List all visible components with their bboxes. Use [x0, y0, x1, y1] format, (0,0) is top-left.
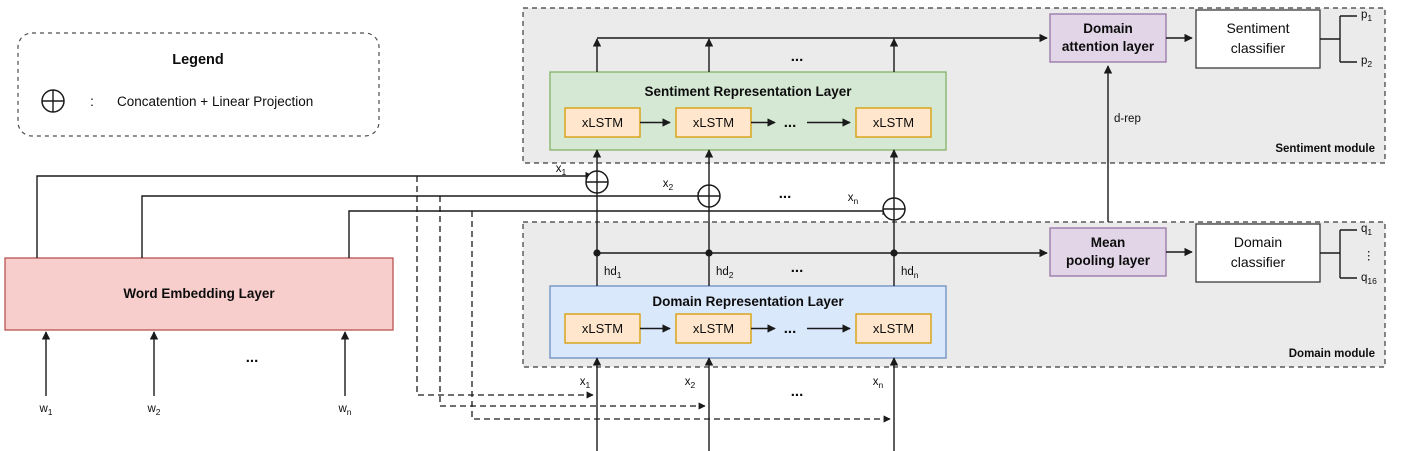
domain-attention-layer-label-2: attention layer: [1062, 39, 1155, 54]
legend-title: Legend: [172, 52, 224, 68]
sentiment-classifier-label-2: classifier: [1231, 40, 1286, 56]
domain-representation-layer-label: Domain Representation Layer: [652, 294, 844, 309]
domain-input-label-n: xn: [873, 376, 884, 390]
domain-cells-ellipsis: ...: [784, 320, 797, 337]
domain-output-label-1: q1: [1361, 223, 1372, 237]
sentiment-output-label-2: p2: [1361, 55, 1372, 69]
word-input-label-1: w1: [38, 403, 52, 417]
domain-attention-layer-label-1: Domain: [1083, 21, 1133, 36]
concat-node-1: [585, 170, 609, 194]
domain-xlstm-cell-n-label: xLSTM: [873, 321, 914, 336]
legend-separator: :: [90, 93, 94, 109]
sentiment-xlstm-cell-2-label: xLSTM: [693, 115, 734, 130]
domain-xlstm-cell-n: [855, 313, 932, 344]
domain-input-label-1: x1: [580, 376, 591, 390]
sentiment-representation-layer-label: Sentiment Representation Layer: [644, 84, 852, 99]
concat-label-n: xn: [848, 192, 859, 206]
concatenation-nodes: x1 x2 xn ...: [556, 149, 906, 253]
word-input-ellipsis: ...: [246, 349, 259, 366]
word-embedding-section: Word Embedding Layer ... w1 w2 wn: [4, 171, 891, 423]
domain-xlstm-cell-2: [675, 313, 752, 344]
word-embedding-layer-label: Word Embedding Layer: [123, 286, 275, 301]
domain-module: Domain module Domain Representation Laye…: [522, 221, 1386, 451]
sentiment-xlstm-cell-n: [855, 107, 932, 138]
word-input-label-n: wn: [337, 403, 351, 417]
word-input-label-2: w2: [146, 403, 160, 417]
mean-pooling-layer: [1049, 227, 1167, 277]
embedding-out-path-1: [36, 171, 594, 258]
domain-output-ellipsis: ⋮: [1363, 250, 1375, 262]
legend-panel: Legend : Concatention + Linear Projectio…: [17, 32, 380, 137]
concat-node-2: [697, 184, 721, 208]
sentiment-xlstm-cell-2: [675, 107, 752, 138]
sentiment-module: Sentiment module Sentiment Representatio…: [522, 7, 1386, 232]
concat-label-1: x1: [556, 163, 567, 177]
sentiment-cells-ellipsis: ...: [784, 114, 797, 131]
hd-label-n: hdn: [901, 266, 919, 280]
domain-output-label-n: q16: [1361, 272, 1377, 286]
sentiment-output-label-1: p1: [1361, 9, 1372, 23]
sentiment-xlstm-cell-1-label: xLSTM: [582, 115, 623, 130]
domain-xlstm-cell-1-label: xLSTM: [582, 321, 623, 336]
hd-label-1: hd1: [604, 266, 622, 280]
domain-module-label: Domain module: [1289, 348, 1375, 360]
domain-classifier-label-1: Domain: [1234, 234, 1282, 250]
word-embedding-layer: [4, 257, 394, 331]
concat-label-2: x2: [663, 178, 674, 192]
domain-classifier: [1195, 223, 1321, 283]
domain-input-ellipsis: ...: [791, 383, 804, 400]
concat-node-3: [882, 197, 906, 221]
mean-pooling-layer-label-2: pooling layer: [1066, 253, 1151, 268]
domain-classifier-label-2: classifier: [1231, 254, 1286, 270]
concat-ellipsis: ...: [779, 185, 792, 202]
sentiment-classifier-label-1: Sentiment: [1226, 20, 1289, 36]
domain-xlstm-cell-2-label: xLSTM: [693, 321, 734, 336]
domain-input-label-2: x2: [685, 376, 696, 390]
sentiment-module-label: Sentiment module: [1275, 143, 1375, 155]
legend-description: Concatention + Linear Projection: [117, 94, 313, 109]
legend-box: [17, 32, 380, 137]
sentiment-output-ellipsis: ...: [791, 48, 804, 65]
d-rep-label: d-rep: [1114, 113, 1141, 125]
sentiment-classifier: [1195, 9, 1321, 69]
hd-label-2: hd2: [716, 266, 734, 280]
embedding-dashed-path-1: [416, 176, 594, 399]
domain-xlstm-cell-1: [564, 313, 641, 344]
embedding-dashed-path-2: [439, 196, 706, 410]
hd-ellipsis: ...: [791, 259, 804, 276]
mean-pooling-layer-label-1: Mean: [1091, 235, 1126, 250]
embedding-out-path-2: [141, 191, 706, 258]
sentiment-xlstm-cell-n-label: xLSTM: [873, 115, 914, 130]
oplus-icon: [41, 89, 65, 113]
domain-input-labels: x1 x2 xn ...: [580, 376, 884, 400]
